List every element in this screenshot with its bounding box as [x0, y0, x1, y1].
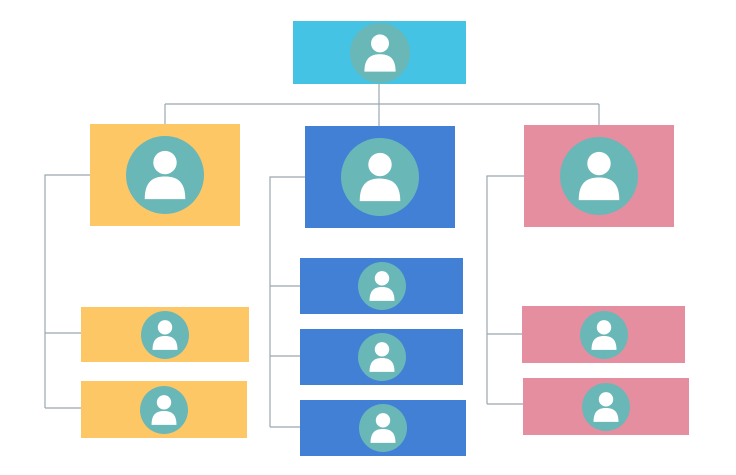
- org-node-branch-1-child-2[interactable]: [81, 381, 247, 438]
- org-node-branch-3-child-1[interactable]: [522, 306, 685, 363]
- org-node-branch-2-child-2[interactable]: [300, 329, 463, 385]
- org-node-branch-3[interactable]: [524, 125, 674, 227]
- person-icon: [560, 137, 638, 215]
- org-node-branch-1-child-1[interactable]: [81, 307, 249, 362]
- connector-branch-2-spine: [269, 176, 305, 427]
- org-node-root[interactable]: [293, 21, 466, 84]
- person-icon: [582, 382, 630, 431]
- connector-branch-1-spine: [44, 174, 90, 408]
- person-icon: [126, 136, 204, 214]
- person-icon: [357, 262, 406, 310]
- person-icon: [349, 22, 410, 83]
- person-icon: [579, 310, 628, 359]
- person-icon: [359, 404, 407, 452]
- org-node-branch-3-child-2[interactable]: [523, 378, 689, 435]
- org-node-branch-2-child-1[interactable]: [300, 258, 463, 314]
- org-node-branch-1[interactable]: [90, 124, 240, 226]
- person-icon: [140, 385, 188, 434]
- org-node-branch-2[interactable]: [305, 126, 455, 228]
- org-node-branch-2-child-3[interactable]: [300, 400, 466, 456]
- person-icon: [357, 333, 406, 381]
- connector-branch-3-spine: [486, 175, 524, 404]
- person-icon: [141, 310, 189, 359]
- person-icon: [341, 138, 419, 216]
